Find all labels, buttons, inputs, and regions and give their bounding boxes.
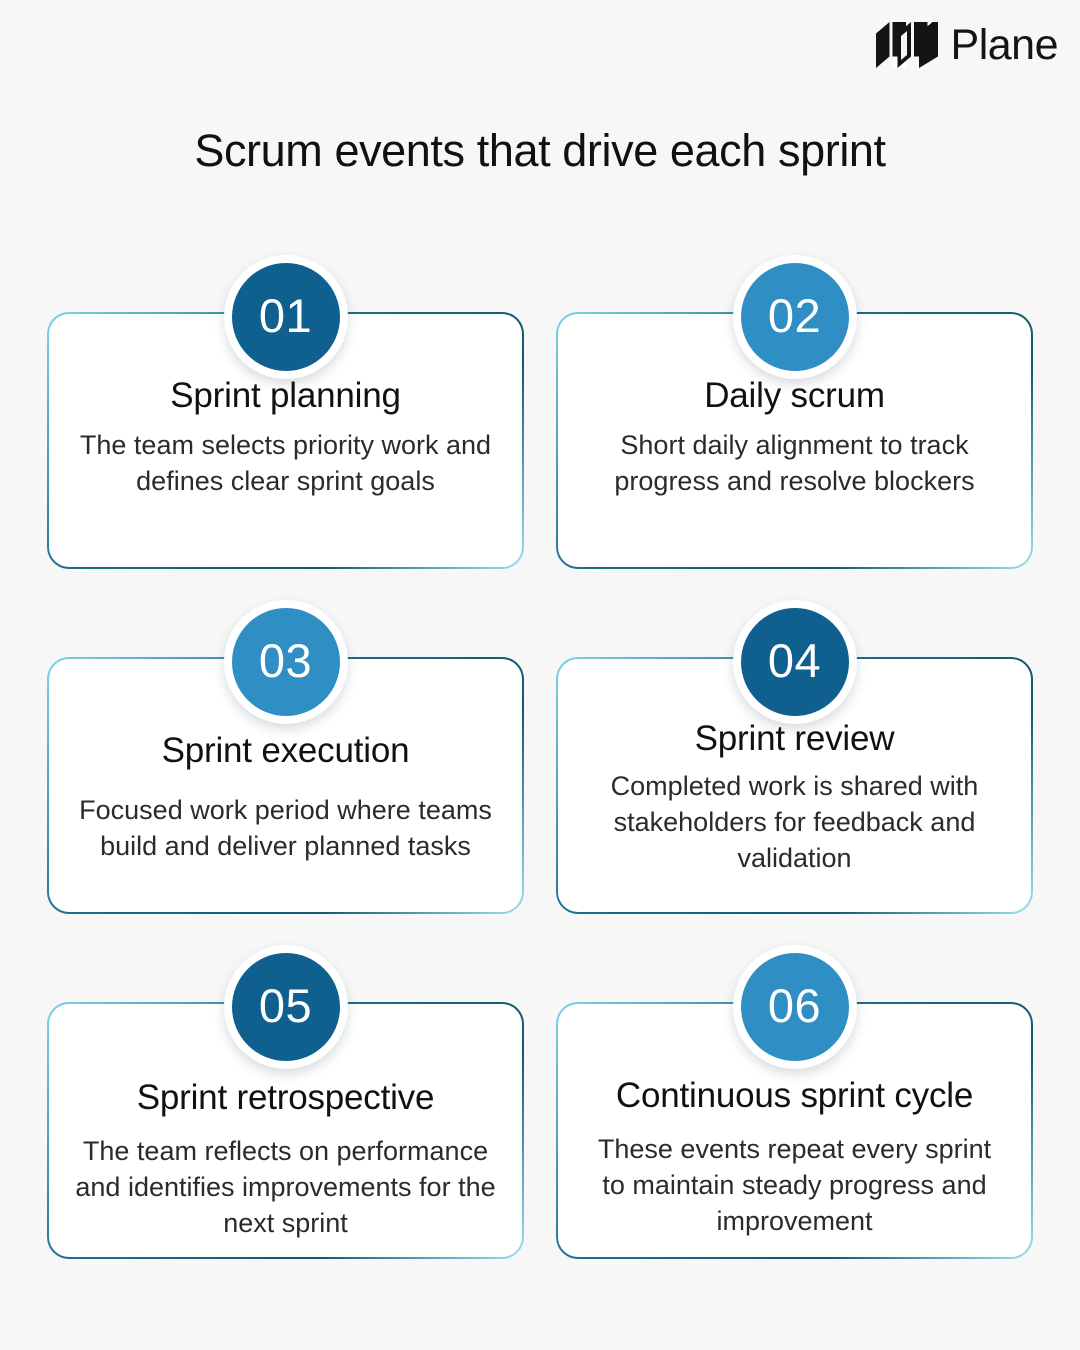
step-number: 06: [740, 953, 849, 1061]
card-body: Completed work is shared with stakeholde…: [610, 771, 979, 874]
card-item: 06 Continuous sprint cycle These events …: [556, 945, 1033, 1262]
brand-name: Plane: [950, 20, 1059, 69]
step-badge: 03: [223, 600, 348, 724]
card-heading: Daily scrum: [704, 376, 885, 415]
card-item: 05 Sprint retrospective The team reflect…: [47, 945, 524, 1262]
brand-logo: Plane: [875, 20, 1059, 69]
card-body: Focused work period where teams build an…: [79, 795, 492, 862]
step-number: 02: [740, 263, 849, 371]
card-item: 02 Daily scrum Short daily alignment to …: [556, 255, 1033, 572]
step-badge: 04: [732, 600, 857, 724]
card-item: 04 Sprint review Completed work is share…: [556, 600, 1033, 917]
step-badge: 02: [732, 255, 857, 379]
card-body: Short daily alignment to track progress …: [614, 430, 975, 497]
card-body: The team selects priority work and defin…: [79, 430, 492, 497]
card-heading: Sprint execution: [161, 731, 410, 770]
page-title: Scrum events that drive each sprint: [194, 125, 886, 176]
card-body: These events repeat every sprint to main…: [597, 1134, 992, 1237]
card-panel: Daily scrum Short daily alignment to tra…: [556, 312, 1033, 569]
card-heading: Continuous sprint cycle: [615, 1076, 974, 1115]
card-heading: Sprint review: [694, 719, 895, 758]
card-item: 03 Sprint execution Focused work period …: [47, 600, 524, 917]
card-item: 01 Sprint planning The team selects prio…: [47, 255, 524, 572]
card-heading: Sprint retrospective: [136, 1078, 435, 1117]
card-panel: Sprint retrospective The team reflects o…: [47, 1002, 524, 1259]
step-number: 04: [740, 608, 849, 716]
step-badge: 01: [223, 255, 348, 379]
scrum-events-grid: 01 Sprint planning The team selects prio…: [47, 255, 1033, 1262]
step-badge: 06: [732, 945, 857, 1069]
card-body: The team reflects on performance and ide…: [75, 1136, 496, 1239]
card-heading: Sprint planning: [170, 376, 401, 415]
plane-logo-icon: [875, 22, 938, 68]
card-panel: Sprint review Completed work is shared w…: [556, 657, 1033, 914]
card-panel: Sprint execution Focused work period whe…: [47, 657, 524, 914]
card-panel: Sprint planning The team selects priorit…: [47, 312, 524, 569]
step-number: 05: [231, 953, 340, 1061]
card-panel: Continuous sprint cycle These events rep…: [556, 1002, 1033, 1259]
step-number: 03: [231, 608, 340, 716]
step-badge: 05: [223, 945, 348, 1069]
step-number: 01: [231, 263, 340, 371]
